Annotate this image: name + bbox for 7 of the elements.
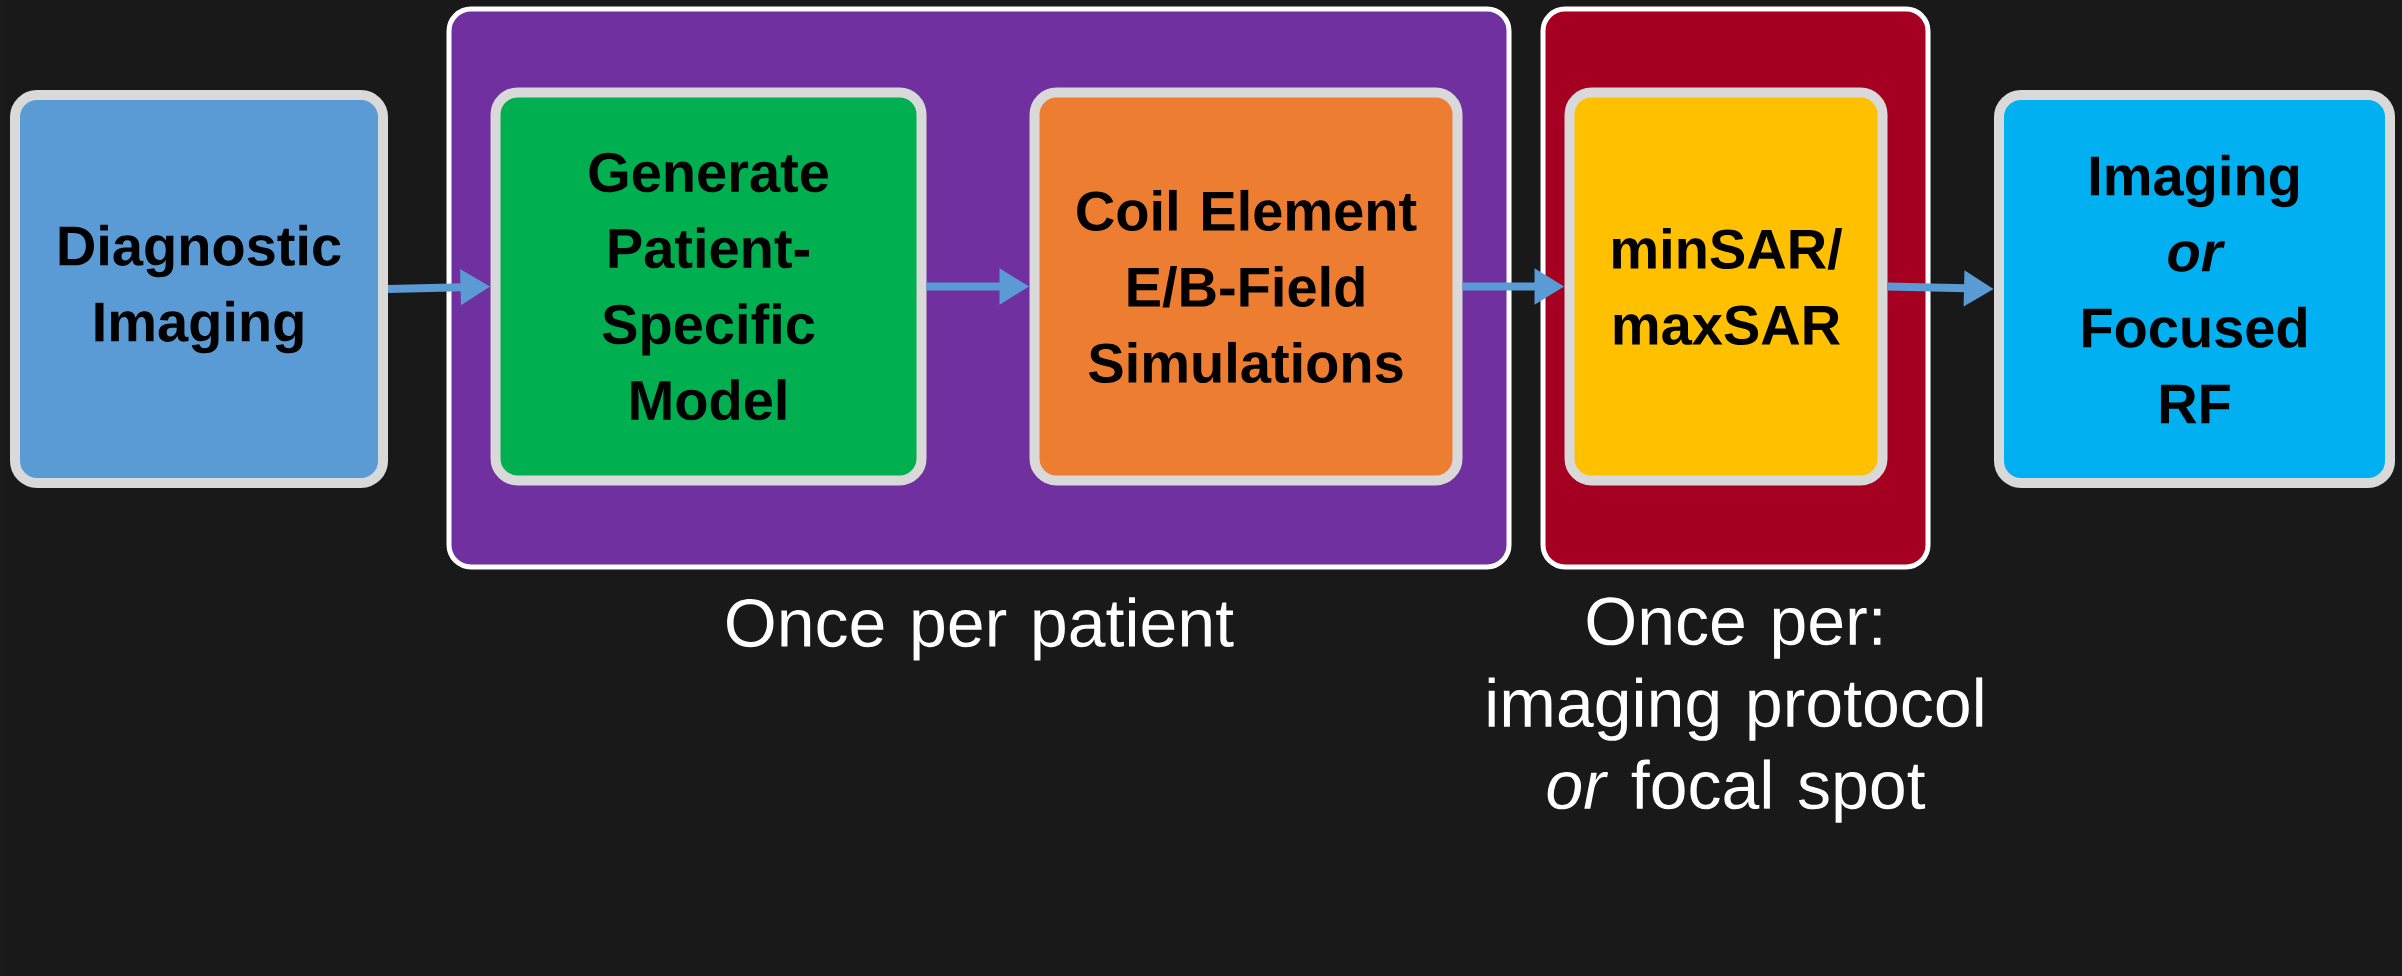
- process-box: Imaging or Focused RF: [1994, 90, 2395, 488]
- caption-text: Once per: imaging protocol or focal spot: [1488, 597, 1983, 823]
- process-box: Diagnostic Imaging: [10, 90, 388, 488]
- process-box: Generate Patient-Specific Model: [490, 87, 927, 486]
- process-box: minSAR/ maxSAR: [1564, 87, 1888, 486]
- caption-text: Once per patient: [727, 597, 1234, 661]
- process-box: Coil Element E/B-Field Simulations: [1029, 87, 1463, 486]
